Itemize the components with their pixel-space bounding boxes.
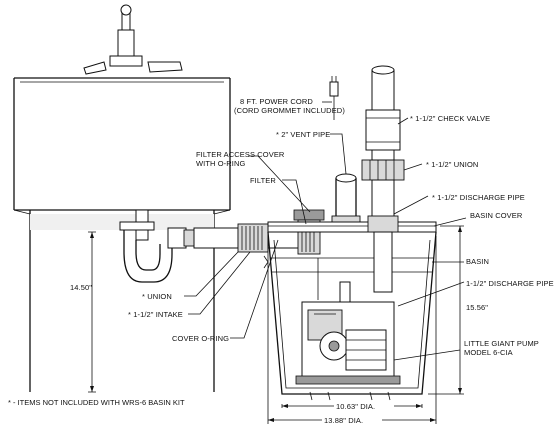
label-cover-oring: COVER O-RING [172,334,229,343]
label-vent-pipe: * 2" VENT PIPE [276,130,330,139]
dimension-outer-diameter: 13.88" DIA. [324,416,363,425]
label-check-valve: * 1-1/2" CHECK VALVE [410,114,490,123]
label-filter-cover: FILTER ACCESS COVER [196,150,285,159]
label-filter: FILTER [250,176,276,185]
label-basin: BASIN [466,257,489,266]
faucet-body [117,29,135,57]
pump-unit [295,281,401,401]
basin-cover-plate [267,221,437,233]
dimension-inner-diameter: 10.63" DIA. [336,402,375,411]
label-pump-model: MODEL 6-CIA [464,348,513,357]
discharge-pipe-inside-basin [373,231,393,293]
faucet-handle-left [83,61,107,75]
pump-base [295,375,401,385]
label-filter-cover-sub: WITH O-RING [196,159,245,168]
label-union-top: * 1-1/2" UNION [426,160,478,169]
dimension-lines [88,225,464,424]
faucet-handle-right [147,61,183,73]
leader-lines [184,101,467,361]
intake-coupling [237,223,269,253]
union-fitting [361,159,405,181]
power-cord [317,76,339,300]
label-pump: LITTLE GIANT PUMP [464,339,539,348]
trap-union [183,229,195,247]
check-valve-body [365,109,401,151]
faucet-knob [120,4,132,16]
discharge-assembly [361,65,405,293]
label-discharge-pipe-right: 1-1/2" DISCHARGE PIPE [466,279,554,288]
label-power-cord-sub: (CORD GROMMET INCLUDED) [234,106,345,115]
discharge-pipe-top-section [371,69,395,111]
discharge-grommet [367,215,399,233]
faucet-base [109,55,143,67]
dimension-basin-height: 15.56" [466,303,488,312]
label-intake: * 1-1/2" INTAKE [128,310,183,319]
power-cord-plug [329,81,339,97]
label-union-left: * UNION [142,292,172,301]
label-basin-cover: BASIN COVER [470,211,523,220]
footnote: * - ITEMS NOT INCLUDED WITH WRS-6 BASIN … [8,398,185,407]
label-power-cord: 8 FT. POWER CORD [240,97,313,106]
p-trap [119,209,195,283]
basin-body [263,231,437,395]
label-discharge-pipe-top: * 1-1/2" DISCHARGE PIPE [432,193,525,202]
dimension-height: 14.50" [70,283,92,292]
